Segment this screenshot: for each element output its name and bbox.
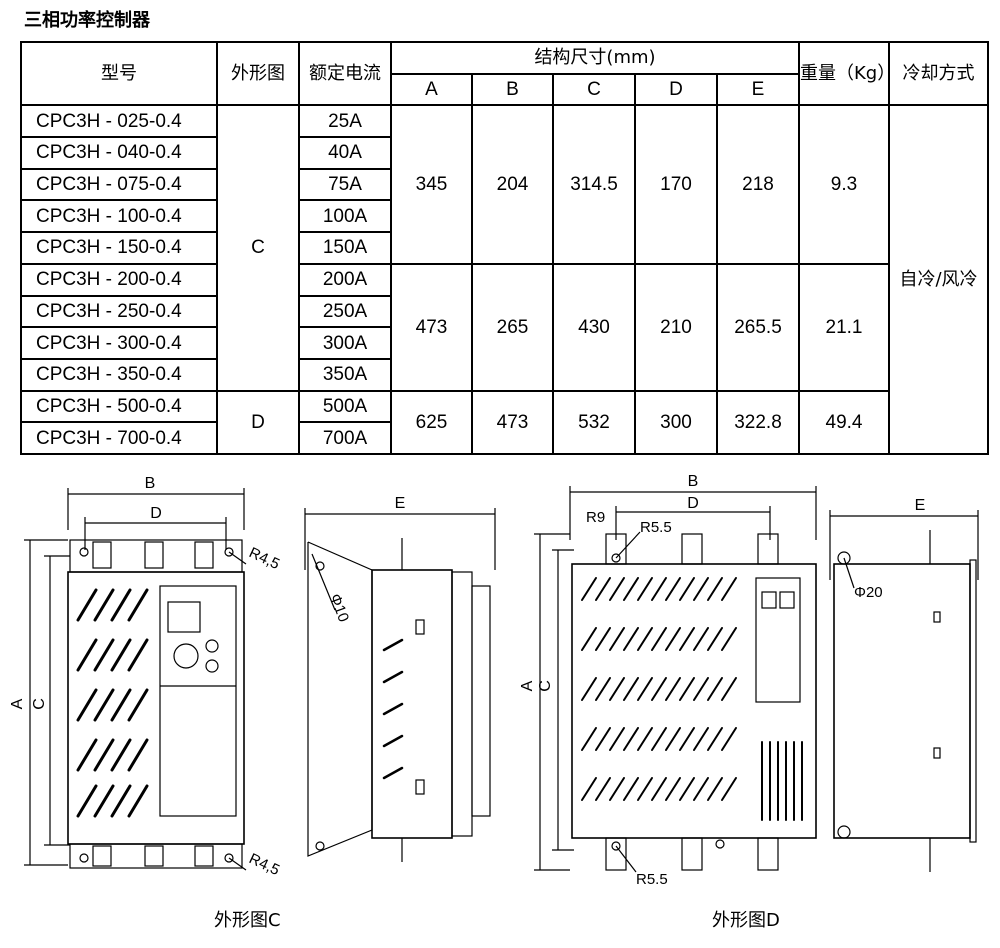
caption-outline-d: 外形图D (712, 910, 780, 931)
page-title: 三相功率控制器 (24, 10, 150, 31)
current-cell: 75A (298, 167, 392, 202)
current-cell: 300A (298, 326, 392, 360)
model-cell: CPC3H - 075-0.4 (20, 167, 218, 202)
table-row: CPC3H - 350-0.4 350A (20, 357, 988, 392)
model-cell: CPC3H - 025-0.4 (20, 104, 218, 139)
outline-drawing-d: B D A C R9 R5.5 R5.5 E Φ20 (519, 473, 979, 888)
header-dim-col: B (471, 72, 554, 107)
table-row: CPC3H - 300-0.4 300A (20, 326, 988, 360)
table-row: CPC3H - 040-0.4 40A (20, 136, 988, 170)
header-model: 型号 (20, 40, 218, 107)
current-cell: 150A (298, 231, 392, 265)
weight-cell: 21.1 (798, 262, 890, 392)
header-cooling: 冷却方式 (888, 40, 989, 107)
current-cell: 250A (298, 294, 392, 329)
hole-label-top: R5.5 (640, 519, 672, 536)
dim-cell: 532 (552, 389, 636, 455)
dim-cell: 625 (390, 389, 473, 455)
current-cell: 40A (298, 136, 392, 170)
dim-cell: 300 (634, 389, 718, 455)
dim-label-d: D (687, 495, 699, 512)
hole-label-r9: R9 (586, 509, 605, 526)
outline-drawing-c: B D A C R4,5 R4,5 E Φ10 (9, 475, 496, 879)
weight-cell: 49.4 (798, 389, 890, 455)
header-dim-col: D (634, 72, 718, 107)
dim-label-a: A (9, 698, 26, 709)
hole-label-phi20: Φ20 (854, 584, 883, 601)
outline-cell: D (216, 389, 300, 455)
model-cell: CPC3H - 350-0.4 (20, 357, 218, 392)
dim-cell: 210 (634, 262, 718, 392)
current-cell: 700A (298, 421, 392, 455)
weight-cell: 9.3 (798, 104, 890, 265)
dim-label-b: B (688, 473, 699, 490)
dim-label-c: C (537, 680, 554, 692)
dim-cell: 204 (471, 104, 554, 265)
hole-label-top: R4,5 (246, 544, 282, 573)
model-cell: CPC3H - 250-0.4 (20, 294, 218, 329)
header-dim-col: C (552, 72, 636, 107)
header-current: 额定电流 (298, 40, 392, 107)
model-cell: CPC3H - 150-0.4 (20, 231, 218, 265)
model-cell: CPC3H - 200-0.4 (20, 262, 218, 297)
current-cell: 200A (298, 262, 392, 297)
outline-cell: C (216, 104, 300, 392)
table-row: CPC3H - 150-0.4 150A (20, 231, 988, 265)
dim-label-d: D (150, 505, 162, 522)
dim-cell: 265 (471, 262, 554, 392)
dim-cell: 170 (634, 104, 718, 265)
dim-cell: 218 (716, 104, 800, 265)
dim-cell: 345 (390, 104, 473, 265)
current-cell: 100A (298, 199, 392, 234)
header-outline: 外形图 (216, 40, 300, 107)
dim-label-a: A (519, 680, 536, 691)
header-dimensions: 结构尺寸(mm) (390, 41, 800, 75)
dim-cell: 430 (552, 262, 636, 392)
hole-label-bottom: R4,5 (246, 850, 282, 879)
table-row: CPC3H - 700-0.4 700A (20, 421, 988, 455)
dim-label-e: E (395, 495, 406, 512)
caption-outline-c: 外形图C (214, 910, 281, 931)
model-cell: CPC3H - 040-0.4 (20, 136, 218, 170)
model-cell: CPC3H - 700-0.4 (20, 421, 218, 455)
dim-cell: 473 (390, 262, 473, 392)
current-cell: 500A (298, 389, 392, 424)
dim-cell: 314.5 (552, 104, 636, 265)
table-row: CPC3H - 250-0.4 250A (20, 294, 988, 329)
dim-cell: 473 (471, 389, 554, 455)
dim-label-b: B (145, 475, 156, 492)
header-dim-col: A (390, 72, 473, 107)
dim-label-c: C (31, 698, 48, 710)
dim-cell: 322.8 (716, 389, 800, 455)
hole-label-bottom: R5.5 (636, 871, 668, 888)
current-cell: 25A (298, 104, 392, 139)
header-weight: 重量（Kg） (798, 40, 895, 107)
model-cell: CPC3H - 500-0.4 (20, 389, 218, 424)
hole-label-phi10: Φ10 (326, 592, 352, 625)
table-row: CPC3H - 100-0.4 100A (20, 199, 988, 234)
model-cell: CPC3H - 300-0.4 (20, 326, 218, 360)
dim-label-e: E (915, 497, 926, 514)
cooling-cell: 自冷/风冷 (888, 104, 989, 455)
current-cell: 350A (298, 357, 392, 392)
model-cell: CPC3H - 100-0.4 (20, 199, 218, 234)
header-dim-col: E (716, 72, 800, 107)
table-row: CPC3H - 075-0.4 75A (20, 167, 988, 202)
dim-cell: 265.5 (716, 262, 800, 392)
